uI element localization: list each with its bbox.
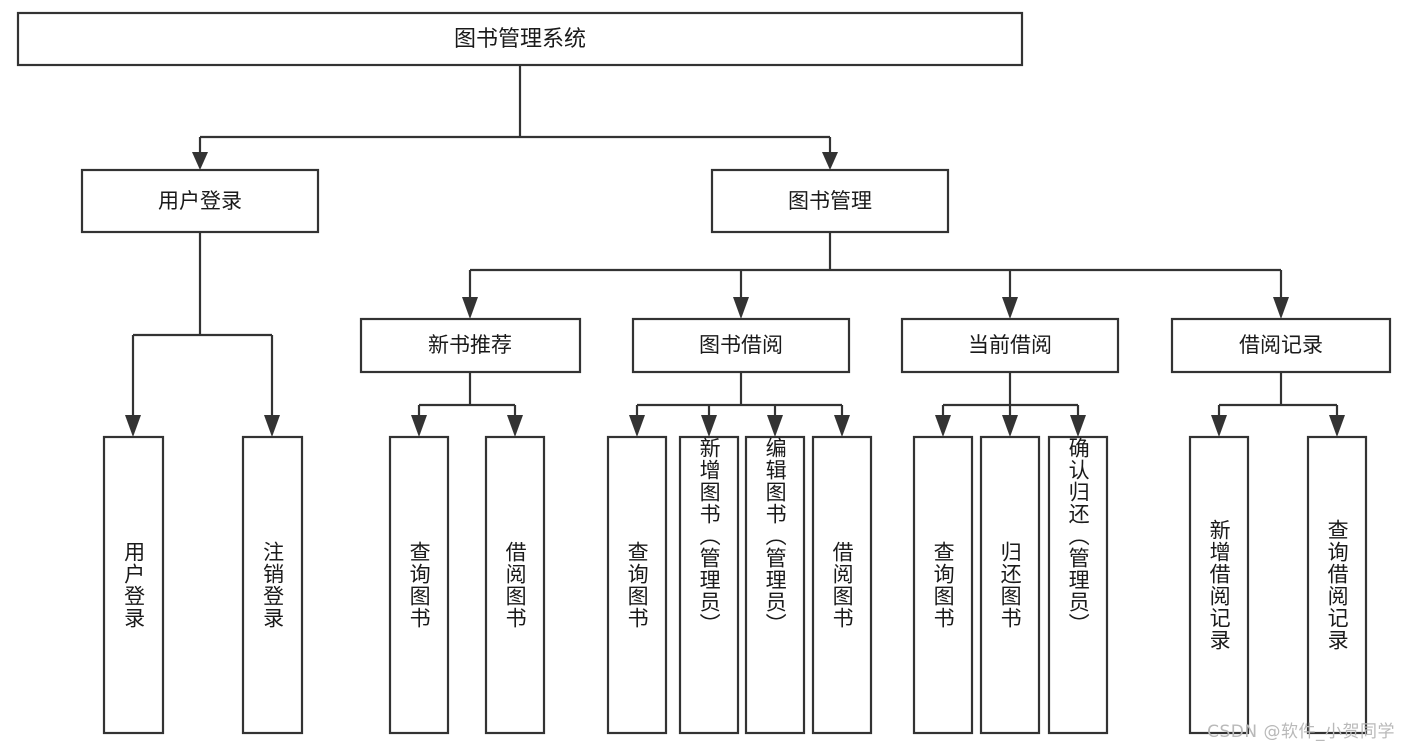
- csdn-watermark: CSDN @软件_小贺同学: [1207, 722, 1395, 742]
- arrow-book-borrow-leaf-3: [767, 415, 783, 437]
- node-label-user-login: 用户登录: [158, 189, 242, 213]
- arrow-book-manage-to-book-borrow: [733, 297, 749, 319]
- arrow-book-borrow-leaf-1: [629, 415, 645, 437]
- node-box-leaf-user-login[interactable]: [102, 435, 165, 735]
- node-box-leaf-return-book[interactable]: [979, 435, 1041, 735]
- node-box-book-borrow[interactable]: [631, 317, 851, 374]
- arrow-new-book-recommend-leaf-1: [411, 415, 427, 437]
- node-box-leaf-borrow-book-1[interactable]: [484, 435, 546, 735]
- node-label-book-borrow: 图书借阅: [699, 333, 783, 357]
- arrow-current-borrow-leaf-1: [935, 415, 951, 437]
- arrow-borrow-record-leaf-2: [1329, 415, 1345, 437]
- arrow-user-login-leaf-2: [264, 415, 280, 437]
- arrow-user-login-leaf-1: [125, 415, 141, 437]
- arrow-new-book-recommend-leaf-2: [507, 415, 523, 437]
- arrow-current-borrow-leaf-2: [1002, 415, 1018, 437]
- node-box-new-book-recommend[interactable]: [359, 317, 582, 374]
- arrow-book-borrow-leaf-2: [701, 415, 717, 437]
- node-box-leaf-add-record[interactable]: [1188, 435, 1250, 735]
- arrow-book-manage-to-current-borrow: [1002, 297, 1018, 319]
- arrow-current-borrow-leaf-3: [1070, 415, 1086, 437]
- node-box-root[interactable]: [16, 11, 1024, 67]
- node-box-leaf-add-book[interactable]: [678, 435, 740, 735]
- node-box-leaf-user-logout[interactable]: [241, 435, 304, 735]
- node-box-borrow-record[interactable]: [1170, 317, 1392, 374]
- node-box-current-borrow[interactable]: [900, 317, 1120, 374]
- node-box-user-login[interactable]: [80, 168, 320, 234]
- node-label-borrow-record: 借阅记录: [1239, 333, 1323, 357]
- arrow-root-to-book-manage: [822, 152, 838, 170]
- node-box-leaf-query-book-3[interactable]: [912, 435, 974, 735]
- arrow-book-borrow-leaf-4: [834, 415, 850, 437]
- node-box-leaf-borrow-book-2[interactable]: [811, 435, 873, 735]
- node-box-leaf-query-book-2[interactable]: [606, 435, 668, 735]
- node-label-current-borrow: 当前借阅: [968, 333, 1052, 357]
- arrow-book-manage-to-borrow-record: [1273, 297, 1289, 319]
- node-label-book-manage: 图书管理: [788, 189, 872, 213]
- arrow-book-manage-to-new-book-recommend: [462, 297, 478, 319]
- node-box-leaf-confirm-return[interactable]: [1047, 435, 1109, 735]
- node-box-leaf-query-book-1[interactable]: [388, 435, 450, 735]
- arrow-borrow-record-leaf-1: [1211, 415, 1227, 437]
- node-layer: 图书管理系统 用户登录 图书管理 新书推荐 图书借阅 当前借阅 借阅记录: [16, 11, 1392, 735]
- node-label-new-book-recommend: 新书推荐: [428, 333, 512, 357]
- node-box-leaf-query-record[interactable]: [1306, 435, 1368, 735]
- arrow-root-to-user-login: [192, 152, 208, 170]
- connector-layer: [125, 65, 1345, 437]
- node-label-root: 图书管理系统: [454, 27, 586, 52]
- node-box-leaf-edit-book[interactable]: [744, 435, 806, 735]
- node-box-book-manage[interactable]: [710, 168, 950, 234]
